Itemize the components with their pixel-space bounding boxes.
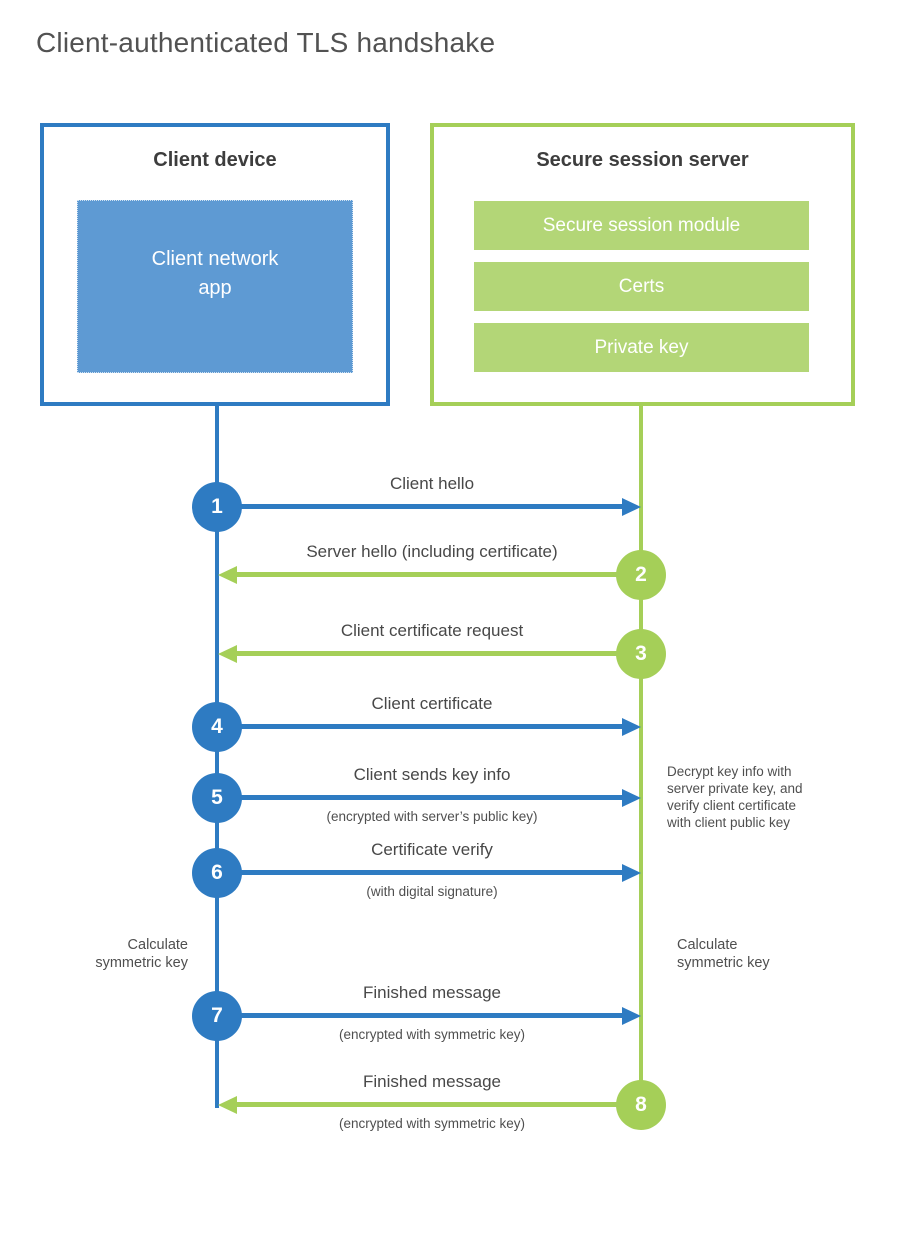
arrow-right-icon — [622, 718, 641, 736]
arrow-right-icon — [622, 1007, 641, 1025]
arrow-line — [240, 1013, 624, 1018]
arrow-line — [240, 795, 624, 800]
step-circle: 2 — [616, 550, 666, 600]
message-label: Client certificate — [371, 694, 493, 713]
message-label: Client certificate request — [340, 621, 524, 640]
server-module-secure-session: Secure session module — [474, 201, 809, 250]
message-sublabel: (encrypted with symmetric key) — [338, 1116, 526, 1131]
client-lifeline — [215, 406, 219, 1108]
message-label: Client hello — [389, 474, 475, 493]
arrow-line — [237, 1102, 618, 1107]
step-circle: 6 — [192, 848, 242, 898]
server-title: Secure session server — [536, 149, 749, 171]
arrow-right-icon — [622, 864, 641, 882]
message-label: Finished message — [363, 983, 501, 1002]
arrow-left-icon — [218, 566, 237, 584]
message-sublabel: (encrypted with server’s public key) — [326, 809, 538, 824]
arrow-line — [237, 572, 618, 577]
arrow-left-icon — [218, 1096, 237, 1114]
client-device-box: Client device Client network app — [40, 123, 390, 406]
decrypt-key-note: Decrypt key info with server private key… — [667, 764, 803, 830]
step-circle: 5 — [192, 773, 242, 823]
arrow-right-icon — [622, 498, 641, 516]
server-module-private-key: Private key — [474, 323, 809, 372]
arrow-line — [240, 724, 624, 729]
arrow-line — [240, 870, 624, 875]
secure-session-server-box: Secure session server Secure session mod… — [430, 123, 855, 406]
arrow-right-icon — [622, 789, 641, 807]
arrow-left-icon — [218, 645, 237, 663]
step-circle: 7 — [192, 991, 242, 1041]
message-label: Client sends key info — [353, 765, 511, 784]
message-label: Finished message — [363, 1072, 501, 1091]
arrow-line — [237, 651, 618, 656]
message-sublabel: (with digital signature) — [366, 884, 498, 899]
step-circle: 8 — [616, 1080, 666, 1130]
message-label: Certificate verify — [371, 840, 493, 859]
server-module-certs: Certs — [474, 262, 809, 311]
step-circle: 4 — [192, 702, 242, 752]
calculate-symmetric-key-note-server: Calculate symmetric key — [677, 937, 770, 971]
client-device-title: Client device — [153, 149, 277, 171]
arrow-line — [240, 504, 624, 509]
page-title: Client-authenticated TLS handshake — [36, 27, 496, 58]
step-circle: 3 — [616, 629, 666, 679]
message-sublabel: (encrypted with symmetric key) — [338, 1027, 526, 1042]
message-label: Server hello (including certificate) — [306, 542, 558, 561]
step-circle: 1 — [192, 482, 242, 532]
server-lifeline — [639, 406, 643, 1105]
client-network-app-box: Client network app — [77, 200, 353, 373]
calculate-symmetric-key-note-client: Calculate symmetric key — [95, 937, 188, 971]
